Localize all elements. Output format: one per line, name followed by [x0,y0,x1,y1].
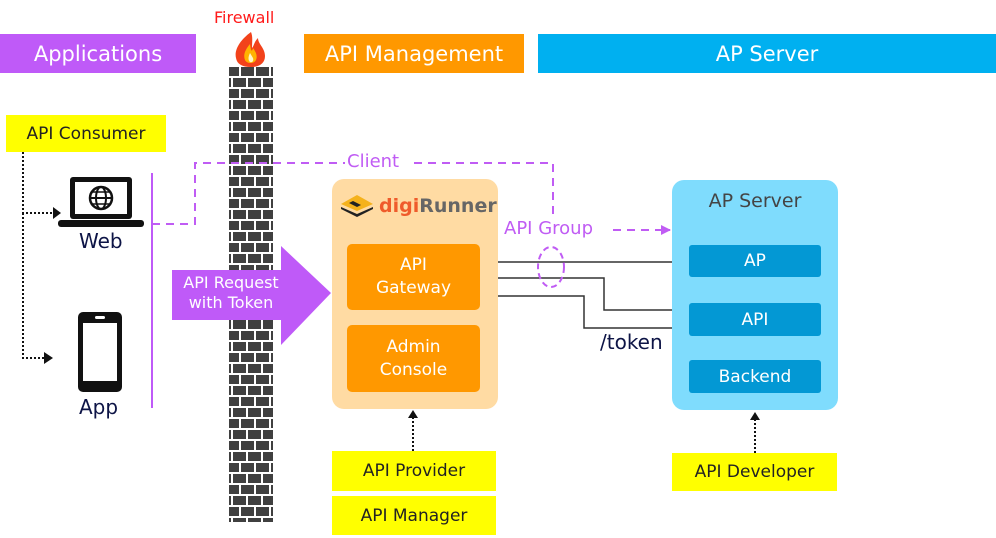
console-line2: Console [379,359,448,380]
api-provider-label: API Provider [332,451,496,491]
api-management-banner: API Management [304,34,524,73]
api-request-label: API Request with Token [176,273,286,313]
api-request-line1: API Request [183,273,279,292]
api-group-label: API Group [504,218,593,239]
app-label: App [79,395,119,419]
digirunner-logo: digiRunner [341,195,497,217]
api-developer-label: API Developer [672,453,837,491]
gateway-line1: API [400,255,427,275]
gateway-to-api-line [481,277,689,315]
api-group-ellipse [537,246,565,288]
firewall-label: Firewall [214,8,275,27]
api-gateway-box: API Gateway [347,244,480,310]
admin-console-box: Admin Console [347,325,480,392]
applications-banner: Applications [0,34,196,73]
ap-box: AP [689,245,821,277]
digirunner-logo-icon [341,195,373,217]
ap-server-title: AP Server [708,190,802,212]
api-request-line2: with Token [188,293,274,312]
token-label: /token [600,330,663,354]
gateway-line2: Gateway [375,278,452,298]
brand-suffix: Runner [419,195,497,217]
backend-box: Backend [689,360,821,393]
brand-prefix: digi [379,195,420,217]
smartphone-icon [77,311,123,393]
ap-server-banner: AP Server [538,34,996,73]
laptop-globe-icon [58,175,144,230]
token-return-line [483,291,688,329]
flame-icon [235,32,265,67]
client-connector [152,162,345,225]
api-manager-label: API Manager [332,496,496,535]
api-box: API [689,303,821,336]
consumer-connector-app [22,213,45,359]
client-label: Client [347,151,400,172]
console-line1: Admin [386,336,441,357]
api-consumer-label: API Consumer [6,115,166,152]
consumer-connector [22,152,55,214]
web-label: Web [79,229,123,253]
